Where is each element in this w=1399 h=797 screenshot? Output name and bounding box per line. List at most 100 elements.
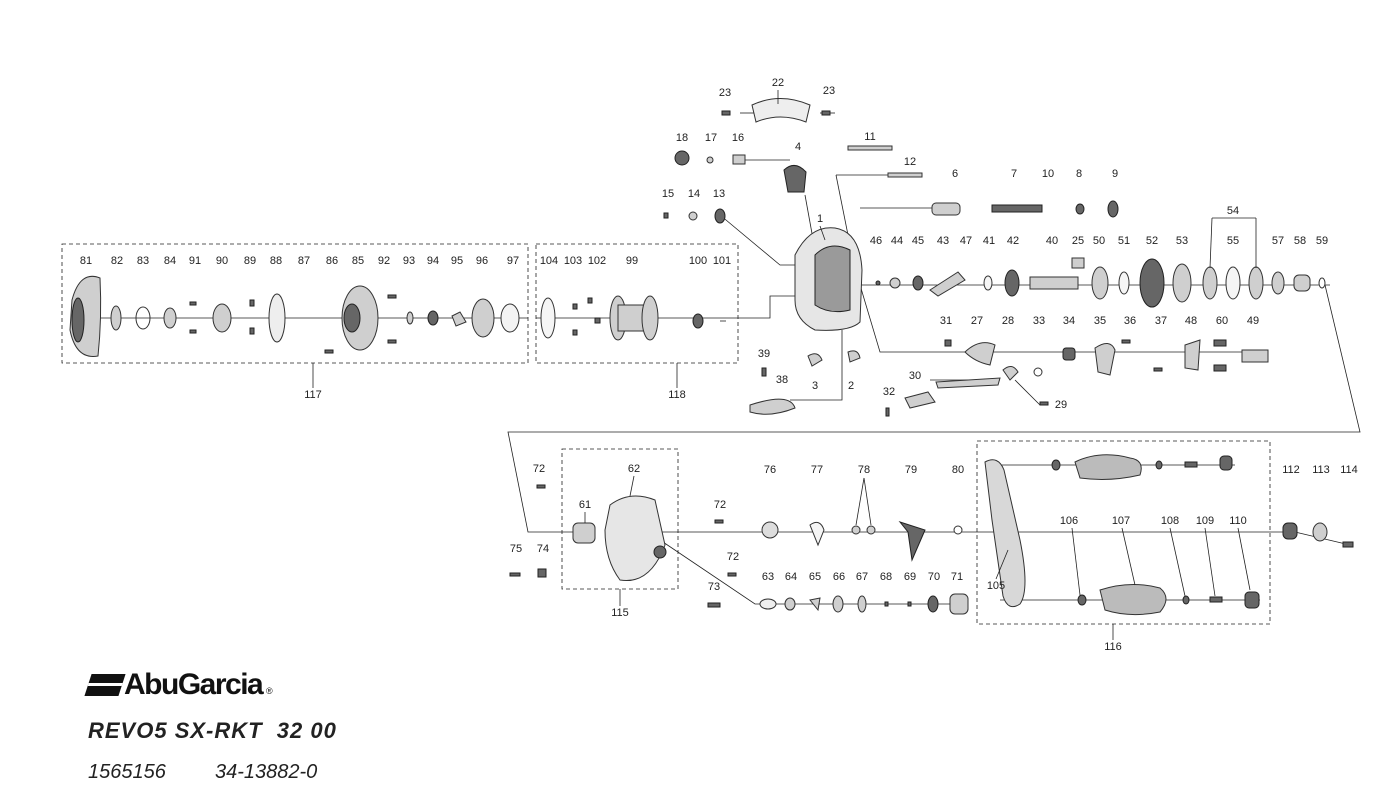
part-label: 23 — [719, 87, 731, 99]
brand-logo: AbuGarcia ® — [84, 666, 288, 708]
part-label: 115 — [611, 607, 629, 619]
part-label: 48 — [1185, 315, 1197, 327]
part-label: 35 — [1094, 315, 1106, 327]
part-label: 99 — [626, 255, 638, 267]
part-label: 61 — [579, 499, 591, 511]
part-label: 73 — [708, 581, 720, 593]
part-label: 4 — [795, 141, 801, 153]
part-label: 86 — [326, 255, 338, 267]
part-label: 83 — [137, 255, 149, 267]
part-label: 69 — [904, 571, 916, 583]
part-shapes-group-117 — [69, 275, 520, 357]
part-label: 43 — [937, 235, 949, 247]
part-label: 53 — [1176, 235, 1188, 247]
part-label: 106 — [1060, 515, 1078, 527]
brand-mark-icon — [84, 674, 126, 696]
part-shapes-group-116 — [984, 454, 1260, 616]
part-label: 92 — [378, 255, 390, 267]
part-label: 38 — [776, 374, 788, 386]
part-label: 71 — [951, 571, 963, 583]
part-label: 57 — [1272, 235, 1284, 247]
part-label: 3 — [812, 380, 818, 392]
part-label: 85 — [352, 255, 364, 267]
part-label: 40 — [1046, 235, 1058, 247]
part-label: 62 — [628, 463, 640, 475]
part-label: 93 — [403, 255, 415, 267]
part-label: 25 — [1072, 235, 1084, 247]
part-label: 22 — [772, 77, 784, 89]
part-shapes-end — [1282, 522, 1354, 548]
part-label: 52 — [1146, 235, 1158, 247]
part-label: 2 — [848, 380, 854, 392]
part-label: 60 — [1216, 315, 1228, 327]
part-label: 42 — [1007, 235, 1019, 247]
part-label: 8 — [1076, 168, 1082, 180]
part-label: 101 — [713, 255, 731, 267]
part-label: 107 — [1112, 515, 1130, 527]
part-label: 118 — [668, 389, 686, 401]
part-label: 79 — [905, 464, 917, 476]
part-label: 113 — [1312, 464, 1330, 476]
part-label: 94 — [427, 255, 439, 267]
part-label: 50 — [1093, 235, 1105, 247]
part-label: 90 — [216, 255, 228, 267]
part-label: 36 — [1124, 315, 1136, 327]
part-label: 95 — [451, 255, 463, 267]
part-label: 108 — [1161, 515, 1179, 527]
part-label: 18 — [676, 132, 688, 144]
part-label: 58 — [1294, 235, 1306, 247]
part-label: 6 — [952, 168, 958, 180]
part-label: 112 — [1282, 464, 1300, 476]
part-label: 51 — [1118, 235, 1130, 247]
part-label: 1 — [817, 213, 823, 225]
part-label: 81 — [80, 255, 92, 267]
part-label: 72 — [533, 463, 545, 475]
assembly-lines — [100, 112, 1361, 605]
part-label: 33 — [1033, 315, 1045, 327]
part-label: 49 — [1247, 315, 1259, 327]
part-label: 15 — [662, 188, 674, 200]
part-shapes-group-118 — [540, 295, 726, 341]
part-label: 78 — [858, 464, 870, 476]
part-label: 46 — [870, 235, 882, 247]
part-label: 70 — [928, 571, 940, 583]
part-label: 13 — [713, 188, 725, 200]
part-label: 7 — [1011, 168, 1017, 180]
part-label: 76 — [764, 464, 776, 476]
part-label: 64 — [785, 571, 797, 583]
part-label: 88 — [270, 255, 282, 267]
part-label: 72 — [727, 551, 739, 563]
part-shapes-mechanism — [885, 339, 1269, 417]
part-label: 28 — [1002, 315, 1014, 327]
part-label: 77 — [811, 464, 823, 476]
part-label: 116 — [1104, 641, 1122, 653]
part-label: 68 — [880, 571, 892, 583]
part-label: 37 — [1155, 315, 1167, 327]
part-code-primary: 1565156 — [88, 761, 166, 783]
part-shapes-group-115 — [509, 484, 737, 608]
part-label: 109 — [1196, 515, 1214, 527]
registered-mark: ® — [266, 686, 273, 696]
part-label: 47 — [960, 235, 972, 247]
part-label: 30 — [909, 370, 921, 382]
part-label: 45 — [912, 235, 924, 247]
brand-name: AbuGarcia — [124, 668, 264, 701]
part-label: 55 — [1227, 235, 1239, 247]
part-label: 117 — [304, 389, 322, 401]
part-shapes-drive-train — [875, 200, 1326, 308]
part-label: 104 — [540, 255, 558, 267]
part-label: 110 — [1229, 515, 1247, 527]
group-box-115 — [561, 448, 679, 590]
part-label: 75 — [510, 543, 522, 555]
part-labels: 81 82 83 84 91 90 89 88 87 86 85 92 93 9… — [80, 77, 1358, 653]
part-label: 34 — [1063, 315, 1075, 327]
part-label: 14 — [688, 188, 700, 200]
part-label: 16 — [732, 132, 744, 144]
part-label: 74 — [537, 543, 549, 555]
part-label: 31 — [940, 315, 952, 327]
part-label: 80 — [952, 464, 964, 476]
part-label: 67 — [856, 571, 868, 583]
part-label: 44 — [891, 235, 903, 247]
part-label: 91 — [189, 255, 201, 267]
